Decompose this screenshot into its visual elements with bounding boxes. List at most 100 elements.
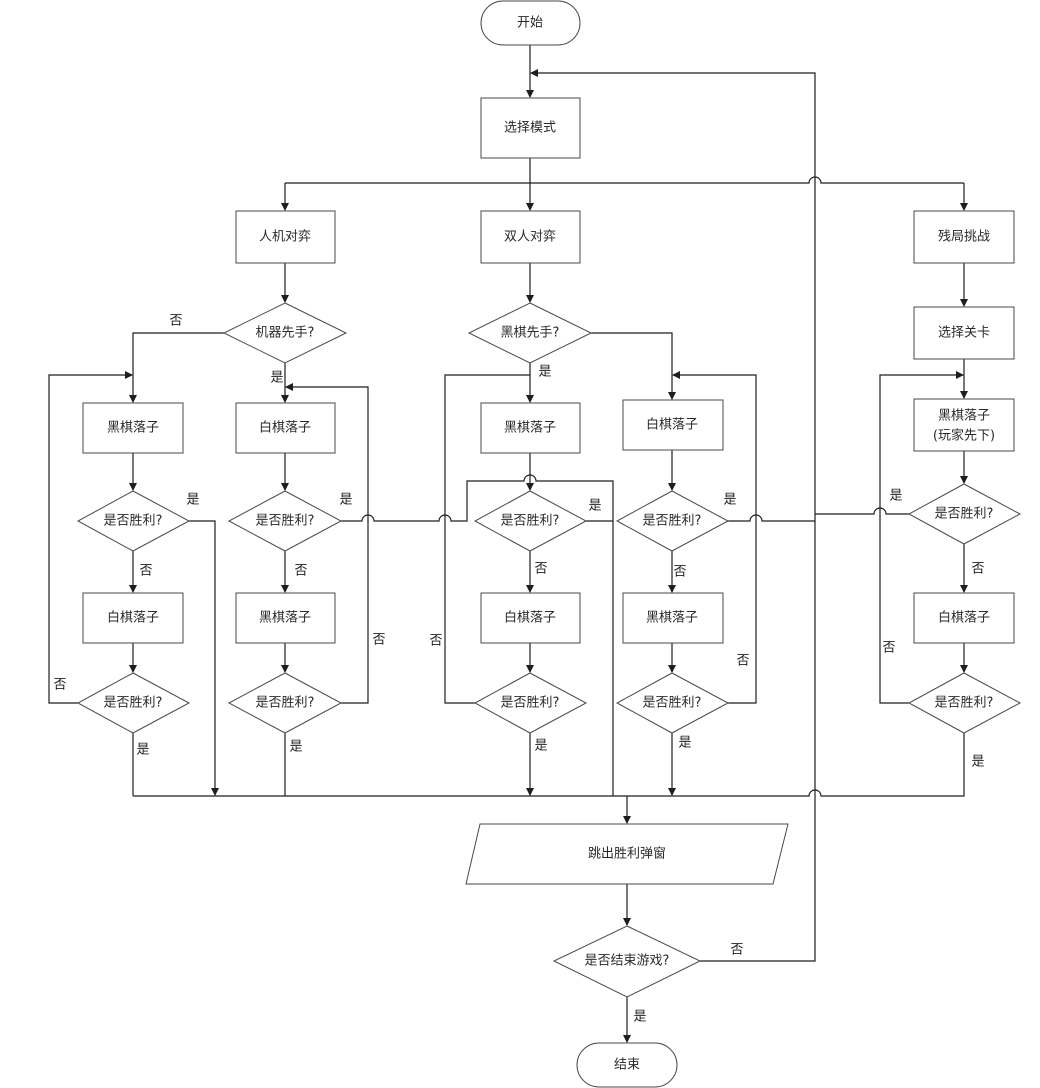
connector-mode-split — [285, 176, 964, 184]
connector-c1-loop — [48, 371, 133, 704]
mode-pve-box — [235, 210, 336, 264]
c5-step2-box — [913, 592, 1015, 644]
c4-step2-box — [622, 592, 724, 644]
edge-label-c1-check1-yes: 是 — [186, 493, 199, 508]
c1-check1-diamond — [76, 490, 191, 552]
start-label: 开始 — [517, 16, 543, 31]
end-label: 结束 — [614, 1058, 640, 1073]
c3-check2-diamond — [473, 672, 588, 734]
c3-step2-box — [480, 592, 581, 644]
c4-check2-diamond — [615, 672, 730, 734]
c5-check2-label: 是否胜利? — [935, 696, 994, 711]
edge-label-c3-check2-no: 否 — [429, 634, 442, 649]
c1-step2-box — [82, 592, 184, 644]
c2-check1-label: 是否胜利? — [256, 514, 315, 529]
end-question-label: 是否结束游戏? — [585, 954, 670, 969]
connector-c5-check1-yes — [815, 507, 909, 515]
select-level-label: 选择关卡 — [938, 326, 990, 341]
c2-step2-label: 黑棋落子 — [259, 611, 311, 626]
edge-label-c4-check1-no: 否 — [673, 565, 686, 580]
connectors — [48, 45, 968, 1043]
edge-label-c2-check2-no: 否 — [372, 633, 385, 648]
start-terminal — [480, 0, 581, 46]
connector-c1-entry — [129, 332, 224, 403]
connector-c4-loop — [672, 371, 757, 704]
edge-label-c1-check2-yes: 是 — [136, 743, 149, 758]
c4-check1-diamond — [615, 490, 730, 552]
c2-check2-label: 是否胜利? — [256, 696, 315, 711]
c2-check1-diamond — [227, 490, 343, 552]
edge-label-end-yes: 是 — [633, 1010, 646, 1025]
connector-c5-check2-yes-bus — [133, 733, 965, 797]
c5-check1-label: 是否胜利? — [935, 507, 994, 522]
c2-step1-label: 白棋落子 — [259, 420, 311, 436]
edge-label-c1-check1-no: 否 — [139, 564, 152, 579]
connector-c3-loop — [444, 374, 530, 704]
edge-label-c2-check1-no: 否 — [294, 564, 307, 579]
edge-label-c4-check1-yes: 是 — [723, 493, 736, 508]
c3-step1-label: 黑棋落子 — [504, 421, 556, 436]
edge-label-c1-check2-no: 否 — [53, 678, 66, 693]
c5-step1-label-line1: 黑棋落子 — [938, 409, 990, 424]
c2-check2-diamond — [227, 672, 343, 734]
c5-check2-diamond — [907, 672, 1022, 734]
end-terminal — [576, 1042, 678, 1088]
c3-step1-box — [480, 402, 581, 454]
edge-label-pvp-yes: 是 — [538, 365, 551, 380]
select-mode-box — [480, 97, 581, 159]
select-mode-label: 选择模式 — [504, 121, 556, 136]
c4-check2-label: 是否胜利? — [643, 696, 702, 711]
mode-pvp-label: 双人对弈 — [504, 229, 556, 245]
c5-step1-box — [913, 398, 1015, 452]
victory-popup-label: 跳出胜利弹窗 — [588, 846, 666, 862]
c1-check1-label: 是否胜利? — [104, 514, 163, 529]
edge-label-c5-check2-no: 否 — [882, 641, 895, 656]
edge-label-c4-check2-yes: 是 — [678, 736, 691, 751]
connector-end-question-no-loop — [530, 69, 816, 962]
select-level-box — [913, 306, 1015, 360]
end-question-diamond — [552, 925, 702, 998]
c3-check2-label: 是否胜利? — [501, 696, 560, 711]
victory-popup-parallelogram — [465, 823, 789, 885]
c4-check1-label: 是否胜利? — [643, 514, 702, 529]
edge-label-pve-yes: 是 — [270, 371, 283, 386]
edge-label-pve-no: 否 — [169, 314, 182, 329]
edge-label-c5-check1-yes: 是 — [889, 489, 902, 504]
mode-endgame-box — [913, 210, 1015, 264]
edge-label-c4-check2-no: 否 — [736, 654, 749, 669]
edge-label-c2-check1-yes: 是 — [339, 493, 352, 508]
edge-label-c2-check2-yes: 是 — [289, 740, 302, 755]
node-labels: 开始 选择模式 人机对弈 双人对弈 残局挑战 机器先手? 黑棋先手? 选择关卡 … — [104, 16, 996, 1073]
c4-step1-label: 白棋落子 — [646, 417, 698, 433]
connector-c4-check1-yes — [728, 514, 815, 522]
mode-pve-label: 人机对弈 — [259, 229, 311, 245]
c1-check2-label: 是否胜利? — [104, 696, 163, 711]
c5-step1-label-line2: (玩家先下) — [933, 428, 995, 444]
c3-check1-diamond — [473, 490, 588, 552]
c1-check2-diamond — [76, 672, 191, 734]
mode-endgame-label: 残局挑战 — [938, 230, 990, 245]
pvp-question-diamond — [467, 302, 593, 364]
connector-c4-entry — [591, 332, 676, 400]
edge-label-c5-check1-no: 否 — [971, 562, 984, 577]
connector-c5-loop — [879, 371, 964, 704]
pve-question-label: 机器先手? — [256, 326, 315, 341]
edge-label-c5-check2-yes: 是 — [971, 755, 984, 770]
pvp-question-label: 黑棋先手? — [501, 326, 560, 341]
pve-question-diamond — [222, 302, 348, 364]
c5-check1-diamond — [907, 483, 1022, 545]
c1-step1-box — [82, 402, 184, 454]
c2-step1-box — [235, 402, 336, 454]
c3-step2-label: 白棋落子 — [504, 610, 556, 626]
edge-label-c3-check2-yes: 是 — [534, 739, 547, 754]
connector-c2-check1-yes — [341, 474, 614, 796]
edge-label-c3-check1-no: 否 — [534, 562, 547, 577]
c1-step1-label: 黑棋落子 — [107, 421, 159, 436]
nodes — [76, 0, 1022, 1088]
c3-check1-label: 是否胜利? — [501, 514, 560, 529]
connector-c2-loop — [285, 383, 369, 704]
c5-step2-label: 白棋落子 — [938, 610, 990, 626]
connector-c1-check1-yes — [189, 520, 219, 796]
c1-step2-label: 白棋落子 — [107, 610, 159, 626]
